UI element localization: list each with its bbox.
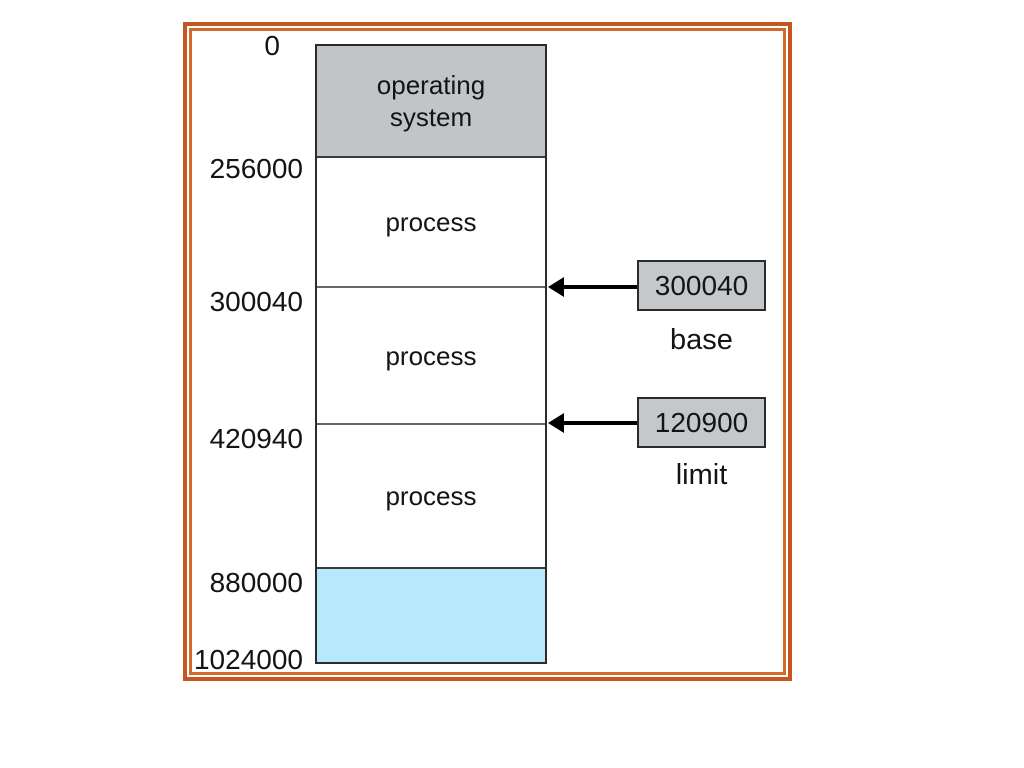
- segment-process-1: process: [317, 158, 545, 286]
- base-register-box: 300040: [637, 260, 766, 311]
- boundary-line-880000: [317, 567, 545, 569]
- memory-column: operating system process process process: [315, 44, 547, 664]
- segment-process-2: process: [317, 288, 545, 423]
- segment-label: process: [385, 481, 477, 511]
- limit-register-label: limit: [675, 459, 728, 491]
- segment-free-space: [317, 569, 545, 662]
- segment-process-3: process: [317, 425, 545, 567]
- base-register-value: 300040: [654, 269, 749, 301]
- address-label-0: 0: [264, 30, 280, 61]
- base-arrow-shaft: [562, 285, 637, 289]
- segment-label: process: [385, 340, 477, 371]
- address-label-1024000: 1024000: [193, 644, 303, 675]
- address-label-420940: 420940: [209, 423, 303, 454]
- address-label-256000: 256000: [209, 153, 303, 184]
- address-label-880000: 880000: [209, 567, 303, 598]
- segment-label: operating system: [376, 70, 486, 132]
- boundary-line-420940: [317, 423, 545, 425]
- limit-register-value: 120900: [654, 406, 749, 438]
- limit-arrow-shaft: [562, 421, 637, 425]
- figure-frame: [183, 22, 792, 681]
- base-register-label: base: [670, 324, 733, 356]
- limit-register-box: 120900: [637, 397, 766, 448]
- limit-arrow-head-icon: [548, 413, 564, 433]
- segment-label: process: [385, 207, 477, 237]
- figure-frame-inner: [189, 28, 786, 675]
- boundary-line-300040: [317, 286, 545, 288]
- base-arrow-head-icon: [548, 277, 564, 297]
- address-label-300040: 300040: [209, 286, 303, 317]
- segment-operating-system: operating system: [317, 46, 545, 156]
- boundary-line-256000: [317, 156, 545, 158]
